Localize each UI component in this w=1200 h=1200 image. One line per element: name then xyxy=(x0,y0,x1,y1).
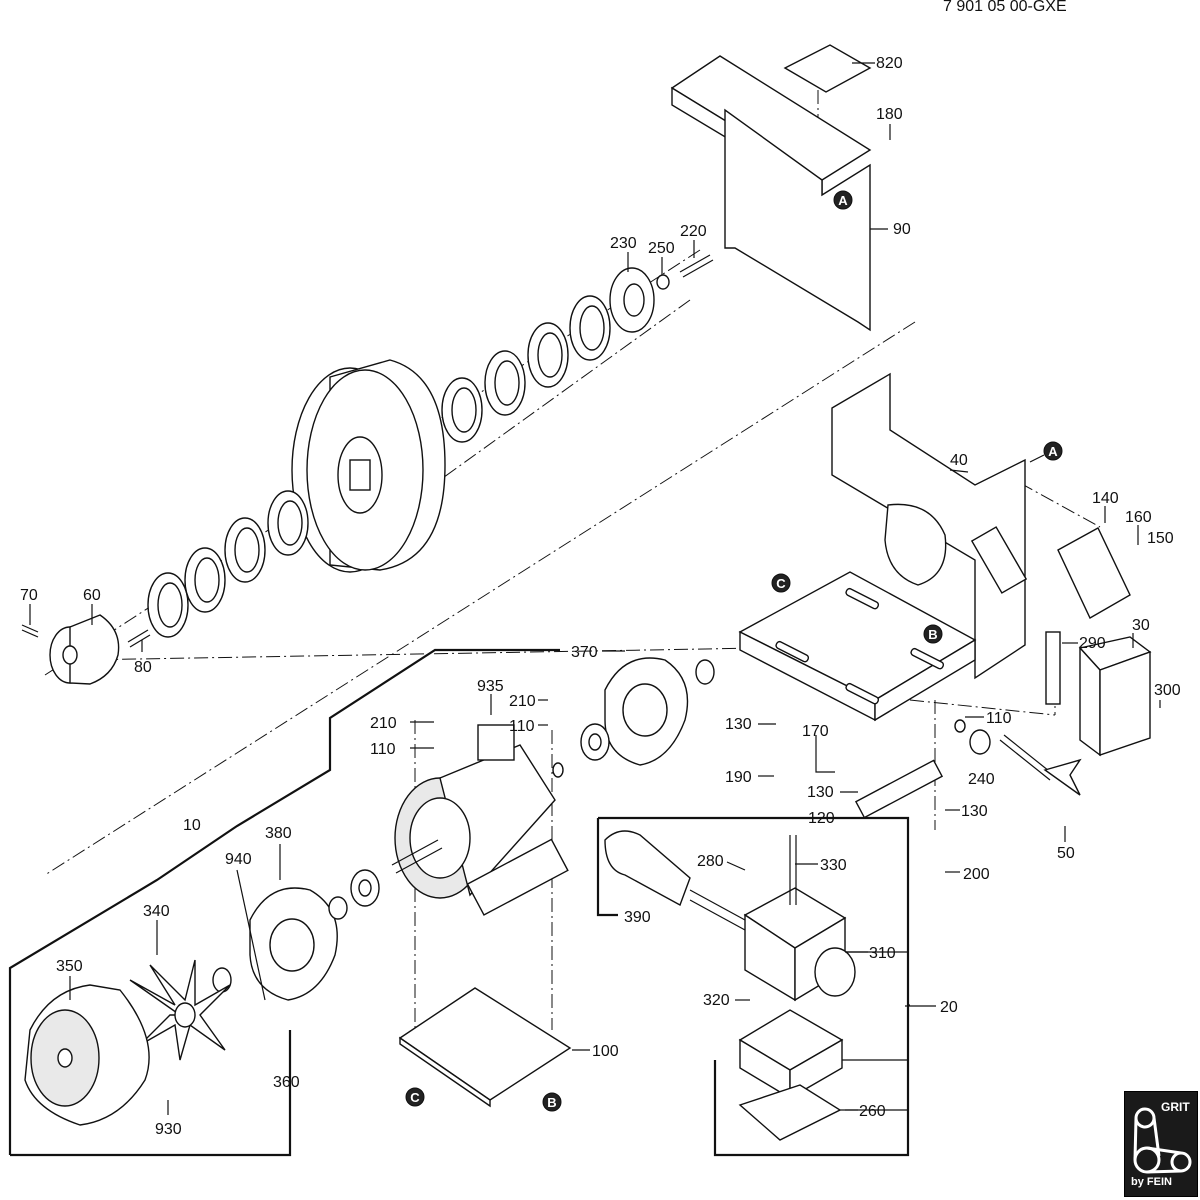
part-label-360: 360 xyxy=(273,1074,300,1091)
switch-box xyxy=(743,835,856,1002)
part-label-280: 280 xyxy=(697,853,724,870)
part-label-190: 190 xyxy=(725,769,752,786)
guard-cover xyxy=(670,44,872,332)
part-label-100: 100 xyxy=(592,1043,619,1060)
part-label-110-left: 110 xyxy=(370,741,396,758)
svg-text:A: A xyxy=(838,193,848,208)
svg-text:A: A xyxy=(1048,444,1058,459)
grinding-wheel xyxy=(291,359,446,573)
svg-text:B: B xyxy=(547,1095,556,1110)
marker-c-bottom: C xyxy=(405,1087,425,1107)
part-label-130-right: 130 xyxy=(961,803,988,820)
marker-b-top: B xyxy=(923,624,943,644)
part-label-130-left: 130 xyxy=(725,716,752,733)
marker-a-right: A xyxy=(1043,441,1063,461)
part-label-150: 150 xyxy=(1147,530,1174,547)
leader-lines xyxy=(29,62,1161,1115)
part-label-380: 380 xyxy=(265,825,292,842)
group-brackets xyxy=(8,648,910,1157)
svg-text:C: C xyxy=(410,1090,420,1105)
document-id: 7 901 05 00-GXE xyxy=(943,0,1067,15)
part-label-330: 330 xyxy=(820,857,847,874)
base-frame xyxy=(738,372,1028,722)
part-label-40: 40 xyxy=(950,452,968,469)
logo-byfein-text: by FEIN xyxy=(1131,1176,1172,1188)
part-label-140: 140 xyxy=(1092,490,1119,507)
part-label-20: 20 xyxy=(940,999,958,1016)
part-label-90: 90 xyxy=(893,221,911,238)
svg-text:B: B xyxy=(928,627,937,642)
part-labels: 820 180 90 230 250 220 40 140 160 150 30… xyxy=(20,55,1181,1138)
svg-text:C: C xyxy=(776,576,786,591)
part-label-110-mid: 110 xyxy=(509,718,535,735)
part-label-260: 260 xyxy=(859,1103,886,1120)
part-label-370: 370 xyxy=(571,644,598,661)
part-label-210-left: 210 xyxy=(370,715,397,732)
part-label-320: 320 xyxy=(703,992,730,1009)
marker-b-bottom: B xyxy=(542,1092,562,1112)
part-label-240: 240 xyxy=(968,771,995,788)
part-label-820: 820 xyxy=(876,55,903,72)
end-shields xyxy=(212,657,715,1001)
part-label-160: 160 xyxy=(1125,509,1152,526)
part-label-70: 70 xyxy=(20,587,38,604)
marker-c-top: C xyxy=(771,573,791,593)
logo-grit-text: GRIT xyxy=(1161,1100,1190,1114)
flanges xyxy=(147,254,714,638)
part-label-300: 300 xyxy=(1154,682,1181,699)
part-label-350: 350 xyxy=(56,958,83,975)
hub xyxy=(21,614,151,685)
part-label-250: 250 xyxy=(648,240,675,257)
part-label-170: 170 xyxy=(802,723,829,740)
fan-cover xyxy=(24,984,150,1126)
part-label-935: 935 xyxy=(477,678,504,695)
part-label-130-mid: 130 xyxy=(807,784,834,801)
grit-by-fein-logo: GRIT by FEIN xyxy=(1124,1091,1198,1197)
part-label-340: 340 xyxy=(143,903,170,920)
marker-a-top: A xyxy=(833,190,853,210)
part-label-120: 120 xyxy=(808,810,835,827)
belt-grinder-icon xyxy=(1133,1107,1192,1174)
side-parts xyxy=(854,527,1152,819)
motor xyxy=(391,724,569,916)
part-label-230: 230 xyxy=(610,235,637,252)
part-label-290: 290 xyxy=(1079,635,1106,652)
part-label-30: 30 xyxy=(1132,617,1150,634)
part-label-80: 80 xyxy=(134,659,152,676)
part-label-110-right: 110 xyxy=(986,710,1012,727)
part-label-200: 200 xyxy=(963,866,990,883)
part-label-180: 180 xyxy=(876,106,903,123)
part-label-220: 220 xyxy=(680,223,707,240)
part-label-210-right: 210 xyxy=(509,693,536,710)
part-label-60: 60 xyxy=(83,587,101,604)
part-label-310: 310 xyxy=(869,945,896,962)
part-label-930: 930 xyxy=(155,1121,182,1138)
part-label-940: 940 xyxy=(225,851,252,868)
fan xyxy=(129,959,231,1061)
mounting-plate xyxy=(398,987,572,1108)
part-label-390: 390 xyxy=(624,909,651,926)
part-label-50: 50 xyxy=(1057,845,1075,862)
plug xyxy=(604,830,746,931)
part-label-10: 10 xyxy=(183,817,201,834)
switch-base xyxy=(738,1009,844,1141)
